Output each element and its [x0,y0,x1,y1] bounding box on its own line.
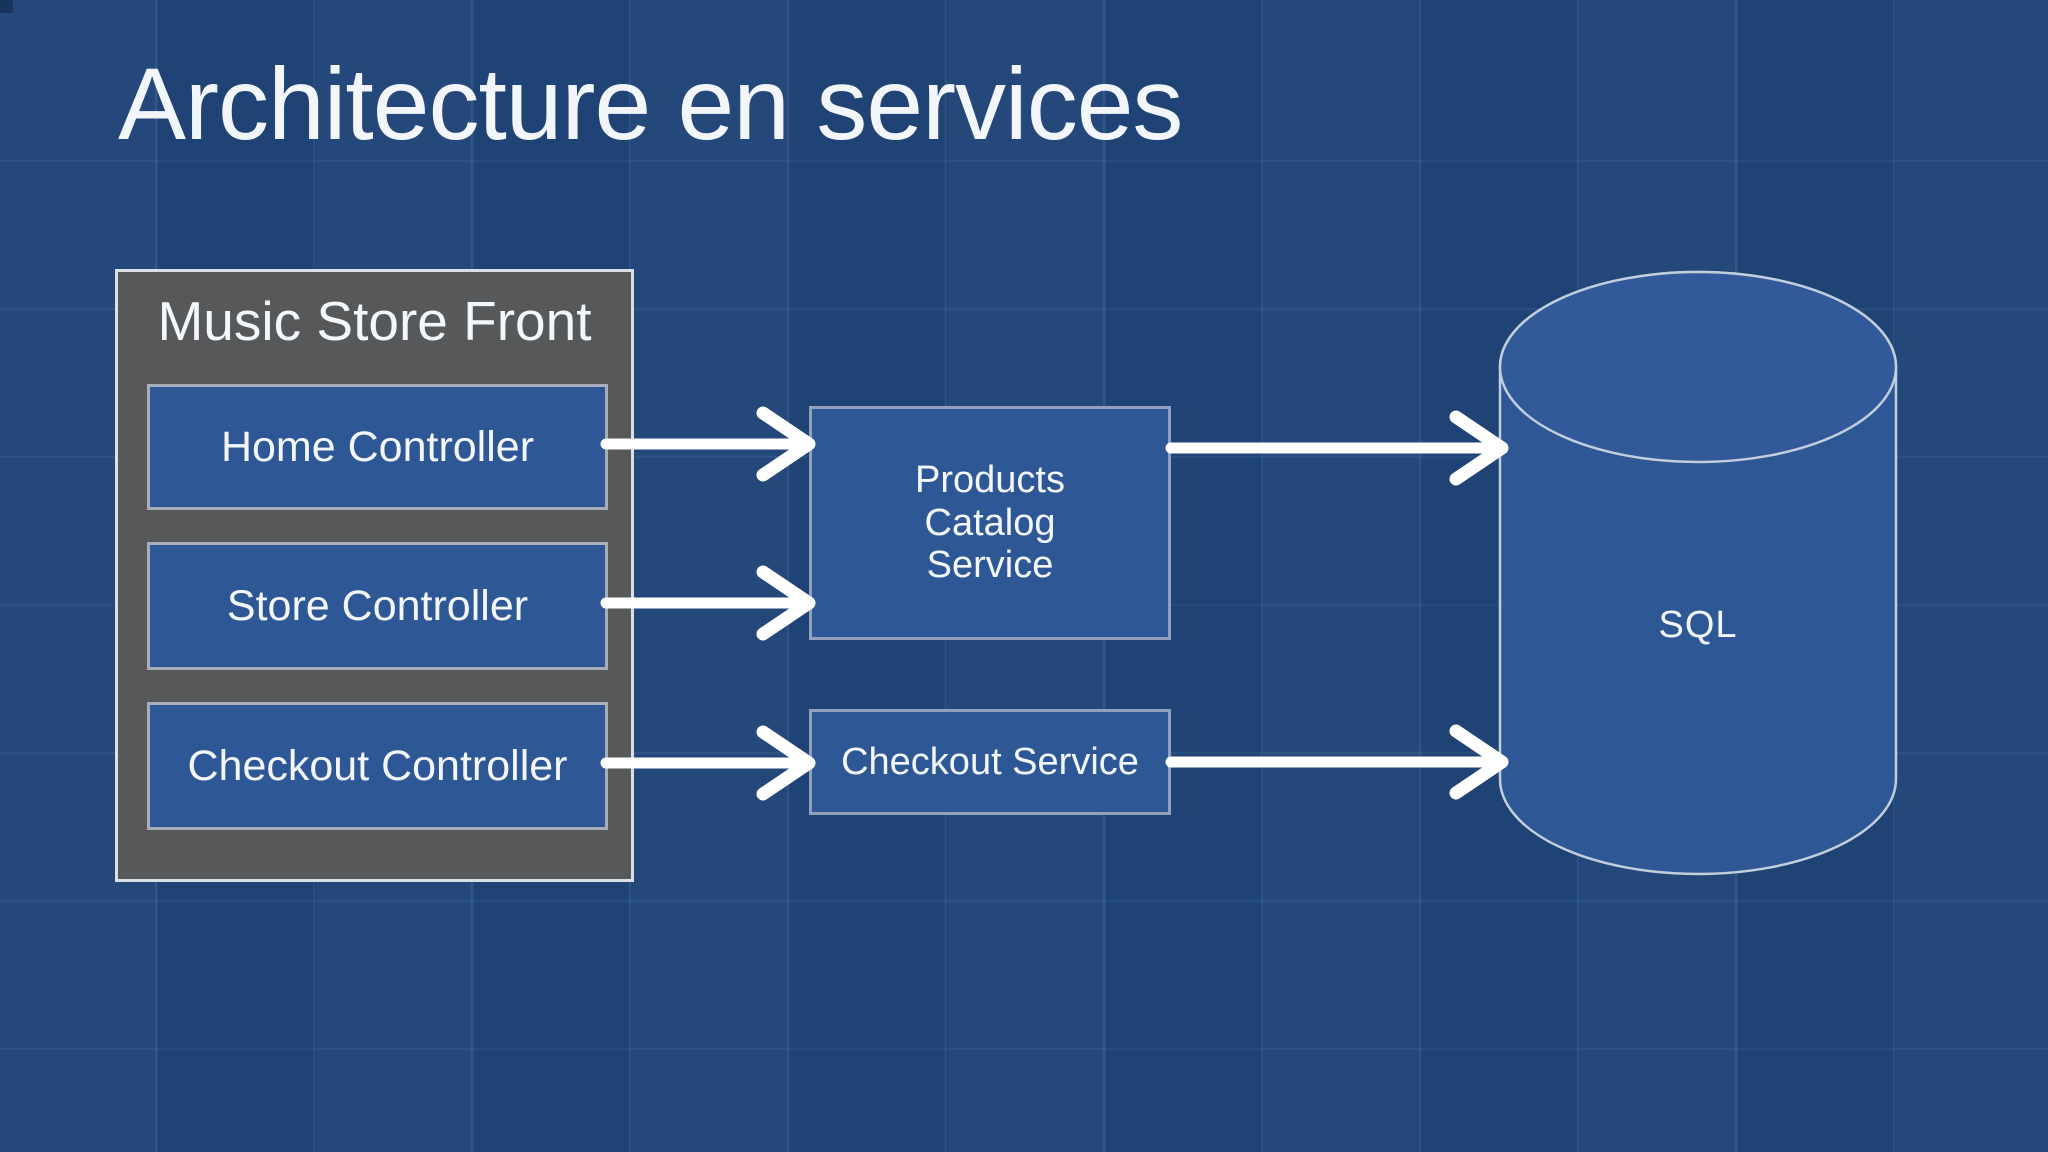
checkout-controller-box: Checkout Controller [147,702,608,830]
background-corner-accent [0,0,13,13]
slide-title: Architecture en services [118,47,1183,161]
arrow-checkoutsvc-to-sql [1165,724,1509,800]
checkout-controller-label: Checkout Controller [187,741,568,790]
cylinder-top-face [1498,270,1898,464]
home-controller-label: Home Controller [220,422,535,471]
checkout-service-label: Checkout Service [841,740,1139,783]
checkout-service-box: Checkout Service [809,709,1171,815]
arrow-products-to-sql [1165,410,1509,486]
group-title: Music Store Front [157,290,592,352]
home-controller-box: Home Controller [147,384,608,510]
arrow-store-to-products [600,565,816,641]
arrow-checkoutctrl-to-checkoutsvc [600,725,816,801]
sql-database-label: SQL [1658,604,1738,646]
arrow-home-to-products [600,406,816,482]
music-store-front-group: Music Store Front Home Controller Store … [115,269,634,882]
products-catalog-service-label: Products Catalog Service [915,459,1065,587]
store-controller-label: Store Controller [226,581,529,630]
products-catalog-service-box: Products Catalog Service [809,406,1171,640]
store-controller-box: Store Controller [147,542,608,670]
